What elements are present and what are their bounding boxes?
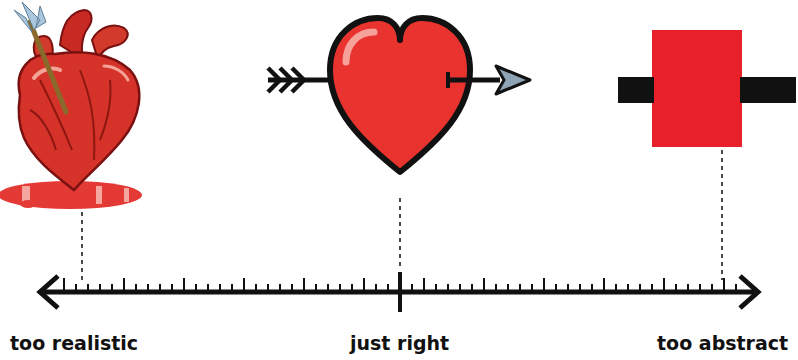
- heart-body: [19, 52, 140, 190]
- axis-tick: [183, 278, 185, 292]
- axis-arrow: [40, 276, 58, 308]
- arrow-shaft: [448, 78, 500, 83]
- blood-highlight: [96, 186, 102, 204]
- heart-highlight: [104, 66, 128, 80]
- axis-tick: [663, 278, 665, 292]
- axis-tick: [279, 284, 281, 292]
- axis-tick: [63, 278, 65, 292]
- axis-tick: [723, 278, 725, 292]
- realistic-heart: [0, 2, 142, 209]
- axis-tick: [159, 284, 161, 292]
- axis-tick: [99, 284, 101, 292]
- axis-tick: [651, 284, 653, 292]
- axis-tick: [603, 278, 605, 292]
- axis-tick: [315, 284, 317, 292]
- axis-tick: [591, 284, 593, 292]
- axis-tick: [303, 278, 305, 292]
- heart-shape: [330, 18, 470, 172]
- axis-tick: [111, 284, 113, 292]
- axis-tick: [699, 284, 701, 292]
- axis-tick: [543, 278, 545, 292]
- axis-tick: [615, 284, 617, 292]
- scale-label: too abstract: [657, 332, 788, 354]
- axis-tick: [471, 284, 473, 292]
- axis-tick: [435, 284, 437, 292]
- axis-tick: [195, 284, 197, 292]
- axis-tick: [567, 284, 569, 292]
- arrow-entry: [446, 72, 450, 88]
- axis-tick: [423, 278, 425, 292]
- axis-tick: [483, 278, 485, 292]
- axis-tick: [75, 284, 77, 292]
- axis-tick: [639, 284, 641, 292]
- abstract-square: [618, 30, 796, 147]
- cartoon-heart: [268, 18, 530, 172]
- scale-label: too realistic: [10, 332, 138, 354]
- axis-tick: [387, 284, 389, 292]
- axis-tick: [531, 284, 533, 292]
- axis-tick: [267, 284, 269, 292]
- axis-tick: [231, 284, 233, 292]
- axis-tick: [219, 284, 221, 292]
- heart-highlight: [346, 32, 374, 62]
- axis-tick: [123, 278, 125, 292]
- axis-tick: [327, 284, 329, 292]
- axis-tick: [675, 284, 677, 292]
- axis-tick: [375, 284, 377, 292]
- axis-tick: [411, 284, 413, 292]
- axis-tick: [519, 284, 521, 292]
- axis-tick: [351, 284, 353, 292]
- black-bar: [740, 77, 796, 103]
- scale-label: just right: [350, 332, 449, 354]
- axis-tick: [339, 284, 341, 292]
- blood-drop: [20, 200, 36, 208]
- black-bar: [618, 77, 654, 103]
- axis-tick: [711, 284, 713, 292]
- axis-tick: [171, 284, 173, 292]
- center-tick: [398, 272, 402, 312]
- leader-line: [721, 150, 723, 280]
- axis-tick: [447, 284, 449, 292]
- axis-tick: [135, 284, 137, 292]
- axis-tick: [735, 284, 737, 292]
- arrow-head: [496, 66, 530, 94]
- heart-veins: [30, 70, 111, 160]
- axis-tick: [291, 284, 293, 292]
- red-square: [652, 30, 742, 147]
- blood-highlight: [124, 188, 129, 202]
- arrow-feathers: [268, 68, 304, 92]
- axis-tick: [255, 284, 257, 292]
- axis-tick: [507, 284, 509, 292]
- arrow-shaft: [30, 22, 66, 112]
- axis-arrow: [740, 276, 758, 308]
- axis-tick: [579, 284, 581, 292]
- axis-tick: [495, 284, 497, 292]
- axis-tick: [363, 278, 365, 292]
- leader-line: [81, 212, 83, 280]
- leader-line: [399, 198, 401, 270]
- arrow-feathers: [14, 2, 46, 32]
- axis-tick: [459, 284, 461, 292]
- axis-tick: [207, 284, 209, 292]
- axis-tick: [147, 284, 149, 292]
- axis-tick: [243, 278, 245, 292]
- axis-tick: [687, 284, 689, 292]
- axis-tick: [555, 284, 557, 292]
- axis-tick: [627, 284, 629, 292]
- axis-tick: [87, 284, 89, 292]
